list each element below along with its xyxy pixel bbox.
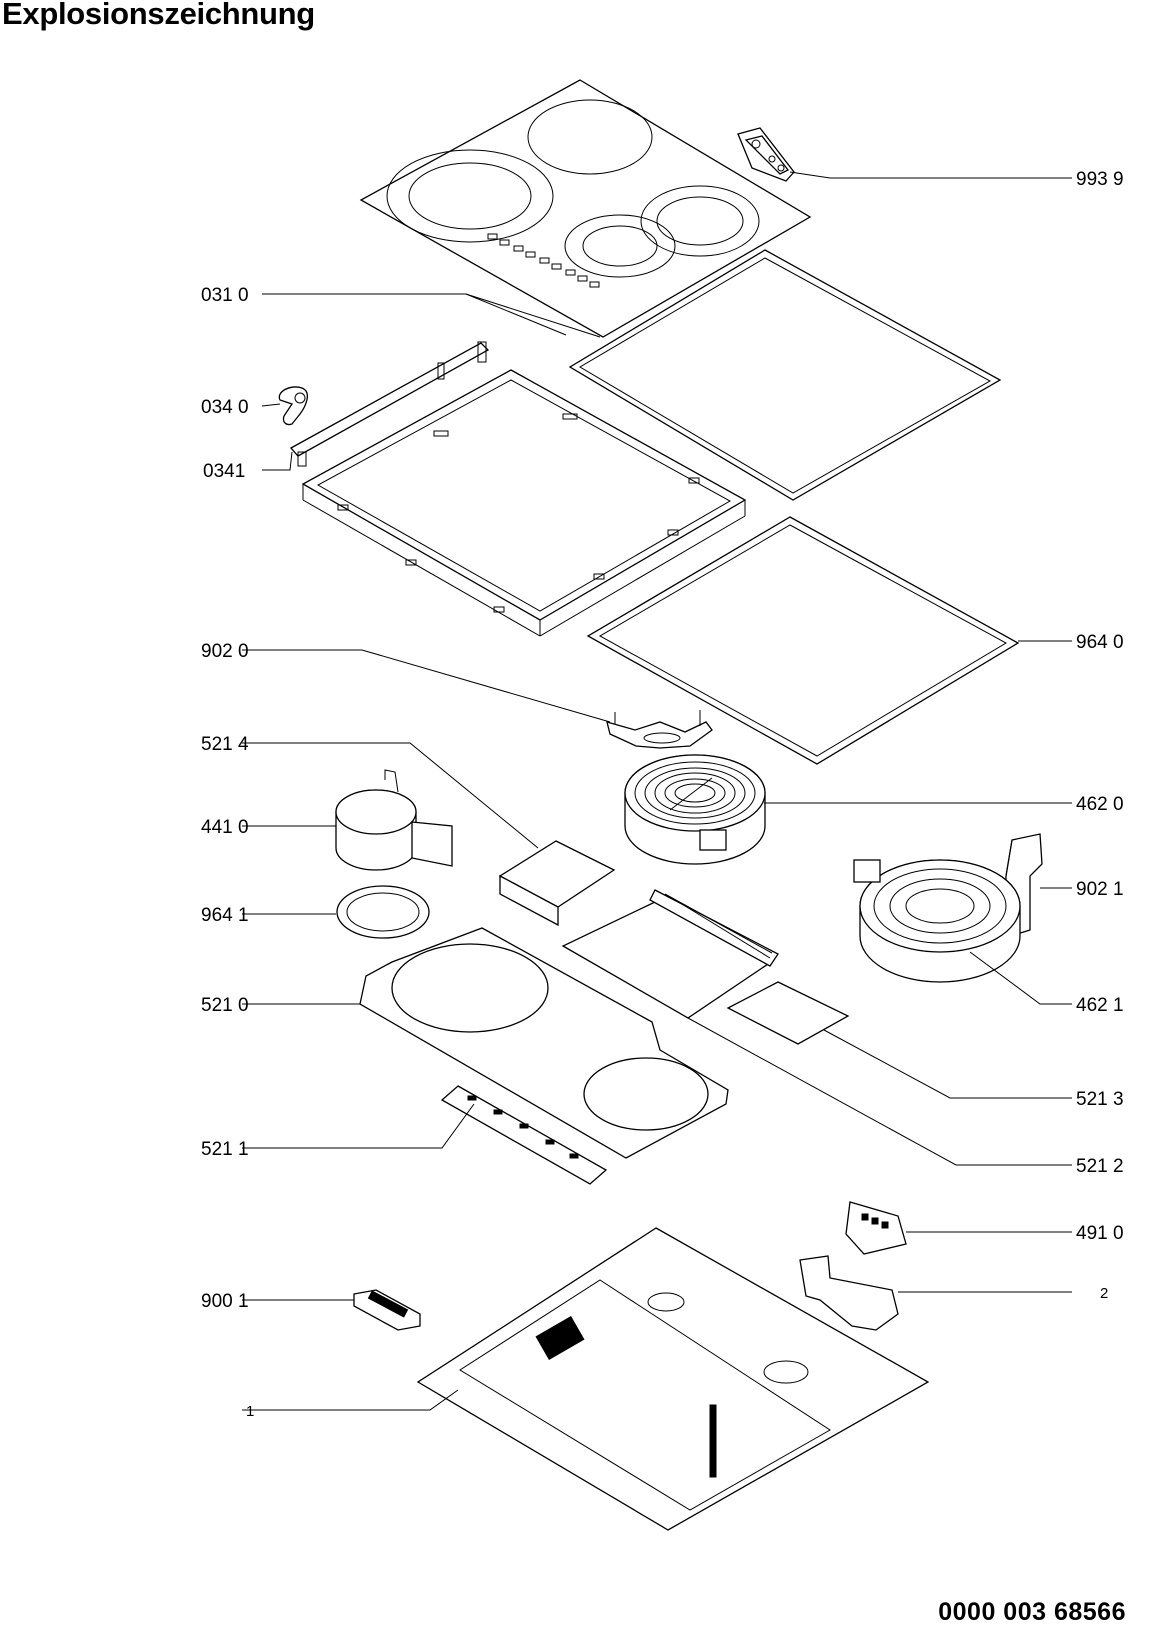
callout-0340: 034 0	[201, 397, 249, 418]
callout-labels: 993 9 031 0 034 0 0341 964 0 902 0 521 4…	[201, 169, 1124, 1420]
callout-9021: 902 1	[1076, 879, 1124, 900]
part-clip-0340	[278, 386, 308, 426]
part-heater-4620	[624, 754, 766, 865]
callout-4910: 491 0	[1076, 1223, 1124, 1244]
part-clip-9939	[737, 127, 795, 182]
callout-4410: 441 0	[201, 817, 249, 838]
callout-1: 1	[246, 1403, 254, 1420]
callout-0341: 0341	[203, 461, 245, 482]
part-board-5214	[498, 840, 616, 927]
callout-5214: 521 4	[201, 734, 249, 755]
callout-5212: 521 2	[1076, 1156, 1124, 1177]
callout-9001: 900 1	[201, 1291, 249, 1312]
part-bracket-9020	[606, 710, 713, 749]
part-board-5213	[726, 981, 850, 1045]
part-strip-5211	[440, 1085, 608, 1185]
callout-9640: 964 0	[1076, 632, 1124, 653]
part-bracket-2	[799, 1255, 899, 1331]
part-glass-top	[359, 79, 812, 338]
page-title: Explosionszeichnung	[2, 0, 315, 31]
callout-5211: 521 1	[201, 1139, 249, 1160]
callout-9641: 964 1	[201, 905, 249, 926]
callout-9020: 902 0	[201, 641, 249, 662]
callout-9939: 993 9	[1076, 169, 1124, 190]
callout-5210: 521 0	[201, 995, 249, 1016]
callout-4620: 462 0	[1076, 794, 1124, 815]
part-terminal-4910	[845, 1201, 907, 1255]
part-handle-9001	[353, 1289, 421, 1331]
callout-5213: 521 3	[1076, 1089, 1124, 1110]
leader-lines	[242, 171, 1072, 1411]
part-gasket-under-glass	[568, 249, 1002, 501]
document-number: 0000 003 68566	[938, 1598, 1126, 1626]
callout-4621: 462 1	[1076, 995, 1124, 1016]
part-plate-5210	[359, 927, 729, 1159]
part-gasket-9640	[586, 516, 1020, 765]
callout-0310: 031 0	[201, 285, 249, 306]
part-frame	[289, 341, 747, 637]
part-heater-4621	[853, 859, 1021, 983]
part-base-tray	[416, 1227, 930, 1531]
part-seal-9641	[336, 885, 430, 939]
part-fan-4410	[335, 769, 453, 871]
callout-2: 2	[1100, 1285, 1108, 1302]
